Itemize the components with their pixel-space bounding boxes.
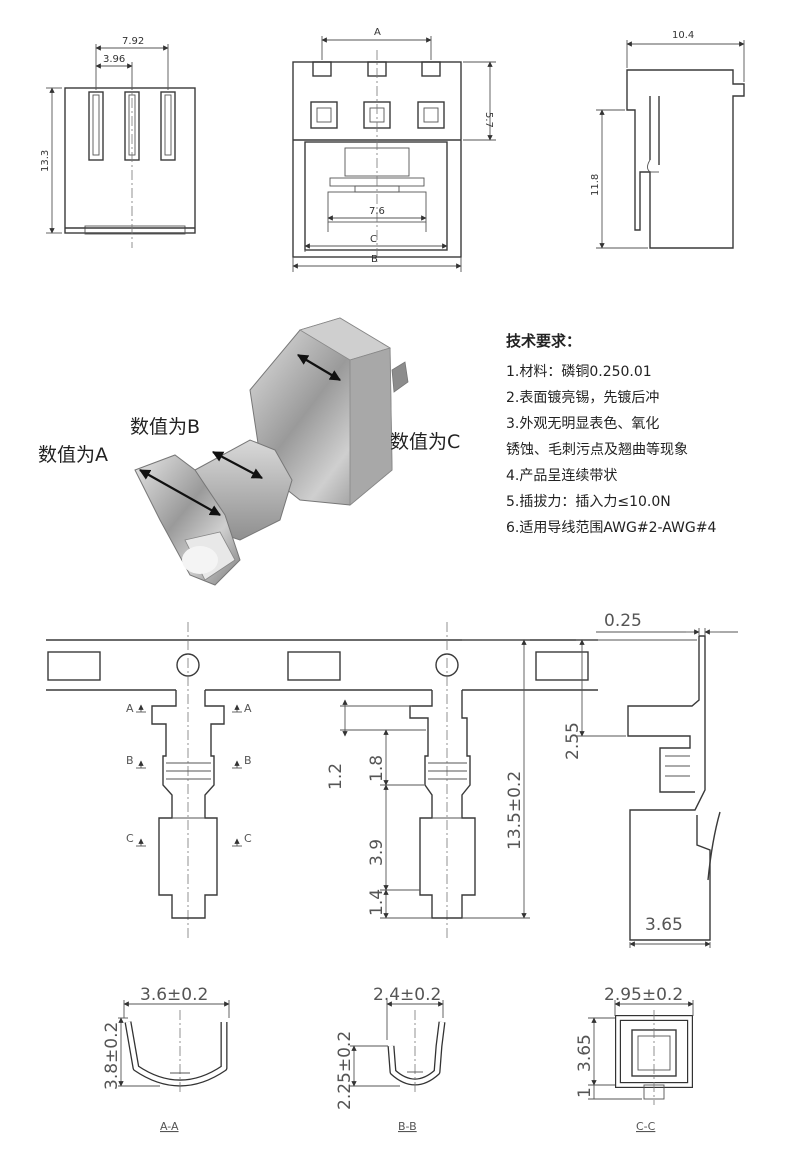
- specs-title: 技术要求：: [506, 332, 582, 350]
- spec-item: 3.外观无明显表色、氧化: [506, 416, 660, 432]
- section-c-c: 2.95±0.2 3.65 1 C-C: [575, 985, 694, 1133]
- mark-b-left: B: [126, 754, 134, 767]
- sec-a-width: 3.6±0.2: [140, 985, 208, 1005]
- side-profile: 0.25 2.55 3.65: [563, 611, 738, 948]
- front-dim-pitch2: 7.92: [122, 36, 144, 47]
- middle-dim-57: 5.7: [483, 112, 494, 128]
- side-view: 10.4 11.8: [590, 30, 745, 249]
- label-b: 数值为B: [130, 416, 200, 438]
- sec-a-height: 3.8±0.2: [102, 1022, 122, 1090]
- middle-view: A 5.7 7.6 C B: [292, 27, 496, 272]
- dim-255: 2.55: [563, 722, 583, 760]
- section-a-a: 3.6±0.2 3.8±0.2 A-A: [102, 985, 230, 1133]
- spec-item: 6.适用导线范围AWG#2-AWG#4: [506, 520, 717, 536]
- mark-a-right: A: [244, 702, 252, 715]
- spec-item: 4.产品呈连续带状: [506, 468, 618, 484]
- terminal-photo: 数值为A 数值为B 数值为C: [38, 317, 460, 586]
- dim-135: 13.5±0.2: [505, 771, 525, 850]
- dim-39: 3.9: [367, 839, 387, 866]
- technical-requirements: 技术要求： 1.材料：磷铜0.250.01 2.表面镀亮锡，先镀后冲 3.外观无…: [506, 330, 786, 541]
- mark-c-right: C: [244, 832, 252, 845]
- label-c: 数值为C: [390, 431, 460, 453]
- sec-a-label: A-A: [160, 1120, 179, 1133]
- middle-dim-76: 7.6: [369, 206, 385, 217]
- dim-12: 1.2: [326, 763, 346, 790]
- mark-b-right: B: [244, 754, 252, 767]
- middle-dim-B: B: [371, 254, 378, 265]
- sec-b-width: 2.4±0.2: [373, 985, 441, 1005]
- side-dim-height: 11.8: [590, 174, 601, 196]
- dim-14: 1.4: [367, 889, 387, 916]
- mark-c-left: C: [126, 832, 134, 845]
- side-dim-width: 10.4: [672, 30, 694, 41]
- middle-dim-A: A: [374, 27, 381, 38]
- sec-b-label: B-B: [398, 1120, 417, 1133]
- spec-item: 1.材料：磷铜0.250.01: [506, 364, 652, 380]
- spec-item: 锈蚀、毛刺污点及翘曲等现象: [506, 442, 688, 458]
- sec-c-height: 3.65: [575, 1034, 595, 1072]
- sec-c-width: 2.95±0.2: [604, 985, 683, 1005]
- sec-c-height2: 1: [575, 1087, 595, 1098]
- front-dim-height: 13.3: [40, 150, 51, 172]
- mark-a-left: A: [126, 702, 134, 715]
- terminal-strip: A A B B C C 1.2 1.8 3.9 1.4 13.5±0.2: [46, 622, 598, 940]
- dim-025: 0.25: [604, 611, 642, 631]
- dim-365: 3.65: [645, 915, 683, 935]
- sec-c-label: C-C: [636, 1120, 656, 1133]
- label-a: 数值为A: [38, 444, 108, 466]
- section-b-b: 2.4±0.2 2.25±0.2 B-B: [335, 985, 446, 1133]
- front-view: 7.92 3.96 13.3: [40, 36, 196, 248]
- sec-b-height: 2.25±0.2: [335, 1031, 355, 1110]
- front-dim-pitch: 3.96: [103, 54, 125, 65]
- dim-18: 1.8: [367, 755, 387, 782]
- middle-dim-C: C: [370, 234, 377, 245]
- spec-item: 2.表面镀亮锡，先镀后冲: [506, 390, 660, 406]
- spec-item: 5.插拔力：插入力≤10.0N: [506, 494, 671, 510]
